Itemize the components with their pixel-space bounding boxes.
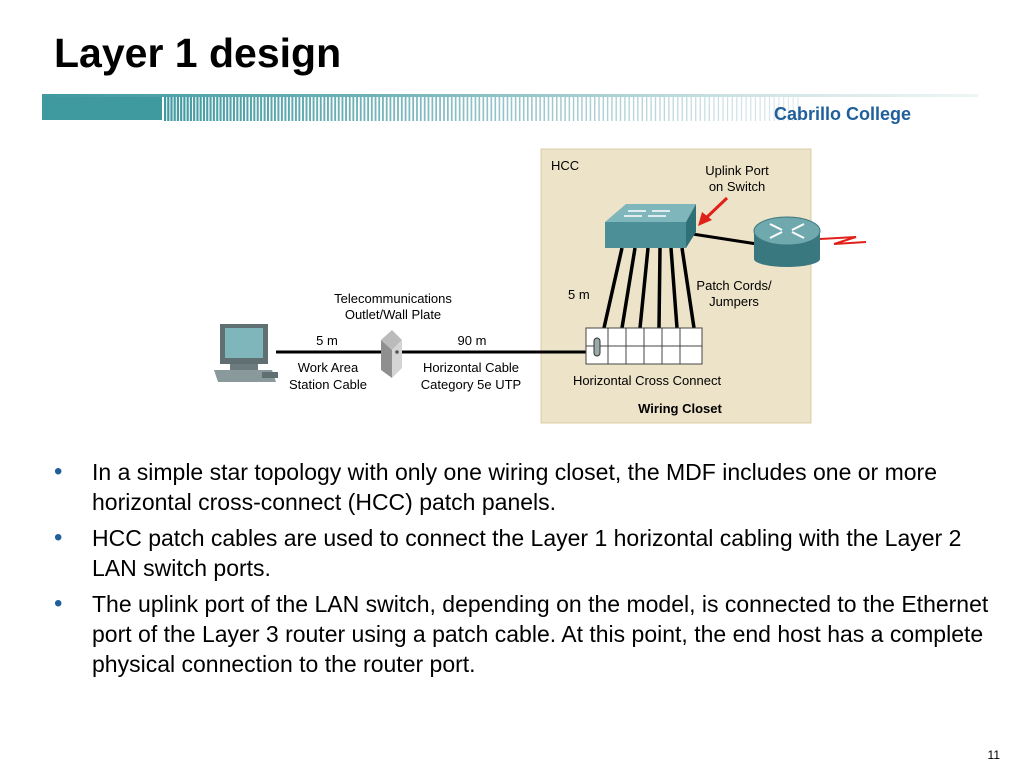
- bullet-marker: •: [54, 458, 63, 485]
- header-stripe-band: [42, 94, 978, 121]
- cross-connect-label: Horizontal Cross Connect: [573, 373, 722, 388]
- hcc-label: HCC: [551, 158, 579, 173]
- horizontal-distance-label: 90 m: [458, 333, 487, 348]
- wall-plate-icon: [381, 330, 402, 378]
- bullet-item: • In a simple star topology with only on…: [54, 457, 994, 517]
- closet-distance-label: 5 m: [568, 287, 590, 302]
- wiring-closet-box: [540, 148, 812, 424]
- slide-title: Layer 1 design: [54, 30, 342, 76]
- patch-cords-label-2: Jumpers: [709, 294, 759, 309]
- work-area-cable-label-2: Station Cable: [289, 377, 367, 392]
- patch-panel: [585, 327, 703, 365]
- work-area-cable-label: Work Area: [298, 360, 359, 375]
- page-number: 11: [987, 748, 1000, 762]
- bullet-list: • In a simple star topology with only on…: [54, 457, 994, 685]
- patch-cords: [602, 247, 696, 329]
- college-logo-text: Cabrillo College: [774, 104, 912, 124]
- telecom-outlet-label: Telecommunications: [334, 291, 452, 306]
- uplink-cable: [685, 231, 758, 246]
- bullet-text: In a simple star topology with only one …: [92, 459, 938, 515]
- work-area-distance-label: 5 m: [316, 333, 338, 348]
- bullet-item: • HCC patch cables are used to connect t…: [54, 523, 994, 583]
- bullet-item: • The uplink port of the LAN switch, dep…: [54, 589, 994, 679]
- uplink-port-label-2: on Switch: [709, 179, 765, 194]
- bullet-marker: •: [54, 524, 63, 551]
- telecom-outlet-label-2: Outlet/Wall Plate: [345, 307, 441, 322]
- bullet-marker: •: [54, 590, 63, 617]
- router-icon: [753, 216, 821, 267]
- lan-switch-icon: [605, 204, 696, 248]
- wiring-closet-label: Wiring Closet: [638, 401, 722, 416]
- bullet-text: HCC patch cables are used to connect the…: [92, 525, 962, 581]
- patch-cords-label: Patch Cords/: [696, 278, 772, 293]
- wan-link-icon: [819, 236, 867, 245]
- uplink-port-label: Uplink Port: [705, 163, 769, 178]
- horizontal-cable-label: Horizontal Cable: [423, 360, 519, 375]
- bullet-text: The uplink port of the LAN switch, depen…: [92, 591, 989, 677]
- uplink-arrow-icon: [698, 196, 729, 226]
- workstation-icon: [214, 324, 278, 382]
- horizontal-cable-label-2: Category 5e UTP: [421, 377, 521, 392]
